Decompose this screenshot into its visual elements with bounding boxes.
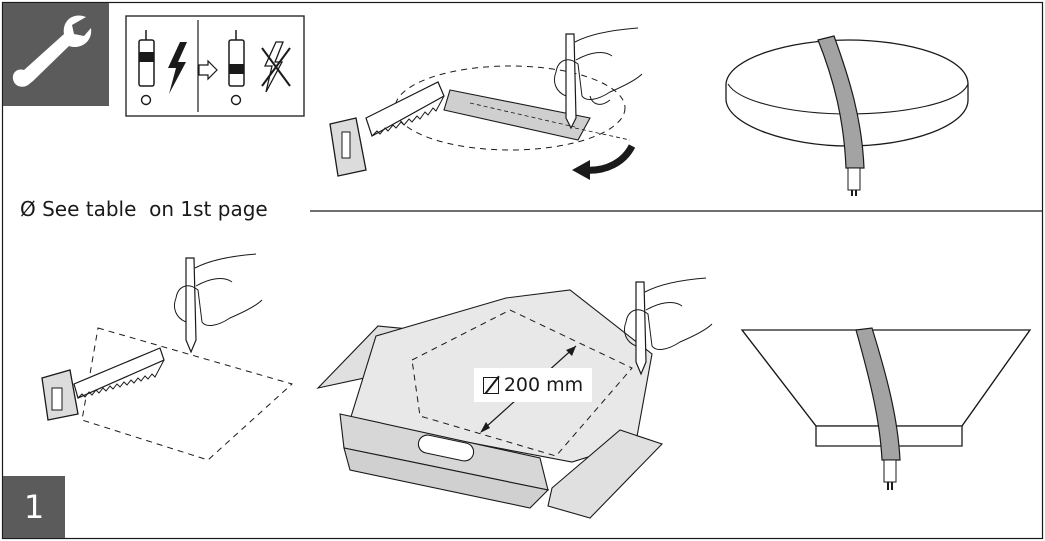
switch-on-icon — [138, 30, 155, 106]
cutout-dimension-label: 200 mm — [474, 368, 592, 402]
pencil-hand-icon — [553, 27, 643, 130]
square-diameter-icon — [482, 376, 499, 394]
step-number: 1 — [3, 476, 65, 538]
switch-off-icon — [228, 30, 245, 106]
power-off-panel — [125, 15, 305, 117]
wrench-icon — [3, 3, 109, 106]
saw-icon — [329, 65, 626, 177]
template-icon — [443, 89, 636, 180]
cut-area — [41, 253, 294, 461]
cable-icon — [817, 35, 865, 196]
dimension-value: 200 mm — [503, 374, 584, 396]
diameter-note: Ø See table on 1st page — [20, 197, 268, 221]
lightning-icon — [168, 42, 187, 94]
ceiling-section-icon — [740, 327, 1032, 490]
arrow-right-icon — [198, 59, 218, 81]
no-power-icon — [261, 41, 291, 93]
